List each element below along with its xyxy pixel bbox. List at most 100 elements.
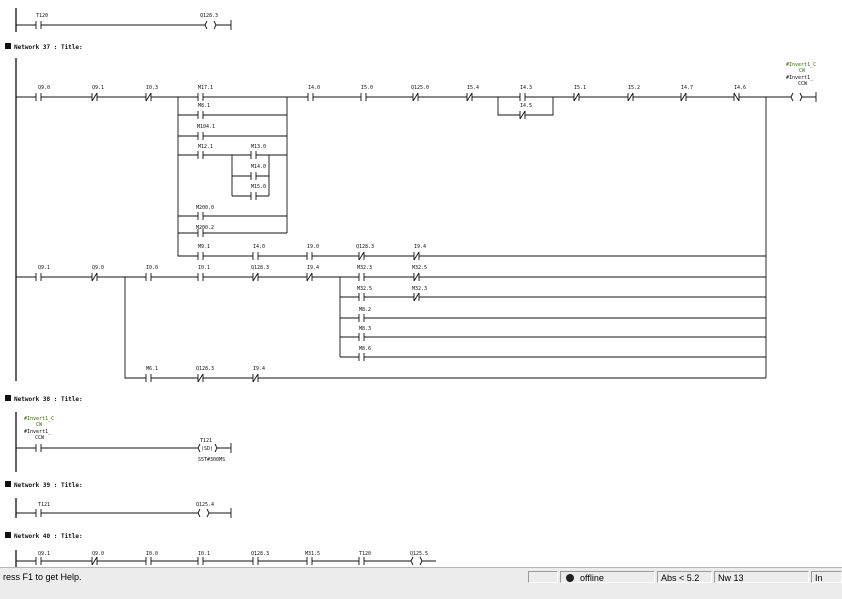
contact-q9-0-r2[interactable]: Q9.0 xyxy=(91,265,104,282)
contact-m12-1[interactable]: M12.1 xyxy=(197,144,213,159)
contact-m15-0[interactable]: M15.0 xyxy=(250,184,266,200)
contact-m32-5-b[interactable]: M32.5 xyxy=(357,286,372,301)
svg-text:I9.0: I9.0 xyxy=(307,244,319,250)
contact-m32-5[interactable]: M32.5 xyxy=(412,265,427,282)
contact-q9-1[interactable]: Q9.1 xyxy=(91,85,104,102)
contact-q9-1-r2[interactable]: Q9.1 xyxy=(35,265,50,281)
network-38-body: #Invert1_C CW #Invert1_ CCW T121 (SD) S5… xyxy=(15,412,232,472)
svg-text:I9.4: I9.4 xyxy=(307,265,319,271)
coil-q125-5-n40[interactable]: Q125.5 xyxy=(410,551,436,566)
svg-text:Q128.3: Q128.3 xyxy=(356,244,374,250)
contact-i0-1-n40[interactable]: I0.1 xyxy=(197,551,210,565)
contact-i5-1[interactable]: I5.1 xyxy=(573,85,586,102)
contact-label: T120 xyxy=(36,13,48,19)
contact-q128-3-c[interactable]: Q128.3 xyxy=(196,366,214,383)
network-header[interactable]: Network 40 : Title: xyxy=(14,533,83,540)
contact-q9-0[interactable]: Q9.0 xyxy=(35,85,50,101)
contact-m200-2[interactable]: M200.2 xyxy=(196,225,214,237)
network-header[interactable]: Network 39 : Title: xyxy=(14,482,83,489)
contact-m8-2[interactable]: M8.2 xyxy=(358,307,371,322)
svg-text:M8.3: M8.3 xyxy=(359,326,371,332)
svg-text:I9.4: I9.4 xyxy=(414,244,426,250)
contact-q125-0[interactable]: Q125.0 xyxy=(411,85,429,102)
svg-text:I5.2: I5.2 xyxy=(628,85,640,91)
contact-i4-5[interactable]: I4.5 xyxy=(519,103,532,120)
status-pane-empty xyxy=(528,571,558,583)
svg-text:M9.1: M9.1 xyxy=(198,244,210,250)
network-header[interactable]: Network 38 : Title: xyxy=(14,396,83,403)
contact-m17-1[interactable]: M17.1 xyxy=(197,85,213,101)
svg-text:Q9.0: Q9.0 xyxy=(38,85,50,91)
svg-text:CW: CW xyxy=(799,68,806,74)
contact-m104-1[interactable]: M104.1 xyxy=(197,124,215,140)
svg-text:#Invert1_: #Invert1_ xyxy=(24,429,52,435)
contact-m6-1[interactable]: M6.1 xyxy=(145,366,158,382)
contact-symbol xyxy=(16,21,205,29)
contact-m9-1[interactable]: M9.1 xyxy=(197,244,210,260)
contact-i5-2[interactable]: I5.2 xyxy=(627,85,640,102)
coil-symbol xyxy=(204,20,231,30)
contact-q128-3-a[interactable]: Q128.3 xyxy=(356,244,374,261)
contact-i4-7[interactable]: I4.7 xyxy=(680,85,693,102)
svg-text:Q9.1: Q9.1 xyxy=(38,551,50,557)
contact-i5-4[interactable]: I5.4 xyxy=(466,85,479,102)
contact-m32-3[interactable]: M32.3 xyxy=(357,265,372,281)
network-toggle-icon[interactable] xyxy=(5,481,11,487)
contact-m8-1[interactable]: M8.1 xyxy=(197,103,210,119)
svg-text:CCW: CCW xyxy=(35,435,45,441)
contact-m8-6[interactable]: M8.6 xyxy=(358,346,371,361)
svg-text:M32.3: M32.3 xyxy=(412,286,427,292)
svg-text:M8.2: M8.2 xyxy=(359,307,371,313)
contact-i4-0[interactable]: I4.0 xyxy=(307,85,320,101)
svg-text:I0.3: I0.3 xyxy=(146,85,158,91)
svg-text:I0.1: I0.1 xyxy=(198,265,210,271)
contact-m200-0[interactable]: M200.0 xyxy=(196,205,214,220)
contact-m32-3-b[interactable]: M32.3 xyxy=(412,286,427,302)
contact-i0-0[interactable]: I0.0 xyxy=(145,265,158,281)
contact-i9-4-a[interactable]: I9.4 xyxy=(413,244,426,261)
network-toggle-icon[interactable] xyxy=(5,395,11,401)
contact-m31-5-n40[interactable]: M31.5 xyxy=(305,551,320,565)
contact-i0-1[interactable]: I0.1 xyxy=(197,265,210,281)
contact-q9-1-n40[interactable]: Q9.1 xyxy=(35,551,50,565)
contact-i0-3[interactable]: I0.3 xyxy=(145,85,158,102)
contact-i4-6[interactable]: I4.6 xyxy=(733,85,746,102)
contact-invert1-ccw[interactable]: #Invert1_C CW #Invert1_ CCW xyxy=(24,416,54,452)
svg-text:I0.1: I0.1 xyxy=(198,551,210,557)
svg-text:Q9.0: Q9.0 xyxy=(92,265,104,271)
contact-q128-3-b[interactable]: Q128.3 xyxy=(251,265,269,282)
status-help-text: ress F1 to get Help. xyxy=(3,572,82,582)
contact-q9-0-n40[interactable]: Q9.0 xyxy=(91,551,104,566)
status-network-number: Nw 13 xyxy=(714,571,809,583)
contact-q128-3-n40[interactable]: Q128.3 xyxy=(251,551,269,565)
svg-text:M14.0: M14.0 xyxy=(251,164,266,170)
contact-i4-0-b[interactable]: I4.0 xyxy=(252,244,265,260)
contact-m14-0[interactable]: M14.0 xyxy=(250,164,266,180)
contact-t121[interactable]: T121 xyxy=(35,502,50,517)
svg-text:M12.1: M12.1 xyxy=(198,144,213,150)
contact-t120-n40[interactable]: T120 xyxy=(358,551,371,565)
coil-label: Q128.3 xyxy=(200,13,218,19)
svg-text:Q128.3: Q128.3 xyxy=(196,366,214,372)
svg-text:Q128.3: Q128.3 xyxy=(251,265,269,271)
contact-i4-3[interactable]: I4.3 xyxy=(519,85,532,101)
svg-text:M13.0: M13.0 xyxy=(251,144,266,150)
contact-i9-0[interactable]: I9.0 xyxy=(306,244,319,260)
svg-text:M104.1: M104.1 xyxy=(197,124,215,130)
svg-text:T120: T120 xyxy=(359,551,371,557)
network-toggle-icon[interactable] xyxy=(5,43,11,49)
svg-text:CW: CW xyxy=(36,422,43,428)
svg-text:I9.4: I9.4 xyxy=(253,366,265,372)
network-header[interactable]: Network 37 : Title: xyxy=(14,44,83,51)
contact-m13-0[interactable]: M13.0 xyxy=(250,144,266,159)
contact-i0-0-n40[interactable]: I0.0 xyxy=(145,551,158,565)
contact-i9-4-c[interactable]: I9.4 xyxy=(252,366,265,383)
contact-m8-3[interactable]: M8.3 xyxy=(358,326,371,341)
network-toggle-icon[interactable] xyxy=(5,532,11,538)
timer-coil-t121[interactable]: T121 (SD) S5T#300MS xyxy=(197,438,232,463)
contact-i5-0[interactable]: I5.0 xyxy=(360,85,373,101)
output-coil-invert1-ccw[interactable]: #Invert1_C CW #Invert1_ CCW xyxy=(786,62,817,102)
svg-text:M6.1: M6.1 xyxy=(146,366,158,372)
contact-i9-4-b[interactable]: I9.4 xyxy=(306,265,319,282)
coil-q125-4[interactable]: Q125.4 xyxy=(196,502,232,518)
